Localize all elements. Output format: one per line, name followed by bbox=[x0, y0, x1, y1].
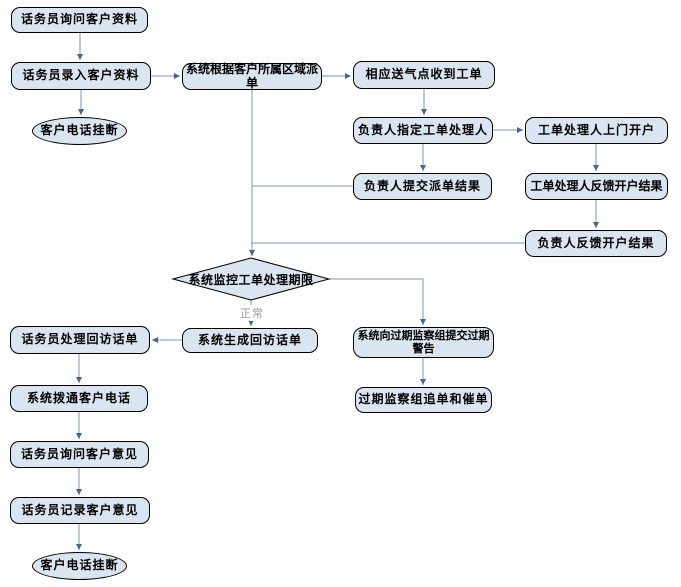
terminator-customer-hangup-bottom: 客户电话挂断 bbox=[32, 552, 127, 580]
node-ask-customer-opinion: 话务员询问客户意见 bbox=[10, 441, 149, 468]
node-label: 客户电话挂断 bbox=[40, 123, 119, 138]
node-gas-point-receive-order: 相应送气点收到工单 bbox=[353, 61, 495, 89]
node-label: 系统拨通客户电话 bbox=[26, 390, 131, 405]
node-handler-feedback-result: 工单处理人反馈开户结果 bbox=[525, 173, 668, 200]
node-label: 话务员询问客户意见 bbox=[20, 446, 138, 461]
node-label: 客户电话挂断 bbox=[40, 558, 119, 573]
node-label: 负责人反馈开户结果 bbox=[537, 235, 655, 250]
node-label: 话务员处理回访话单 bbox=[21, 332, 139, 347]
node-handle-callback-ticket: 话务员处理回访话单 bbox=[10, 326, 150, 354]
node-label: 工单处理人反馈开户结果 bbox=[530, 178, 663, 193]
terminator-customer-hangup-top: 客户电话挂断 bbox=[32, 117, 127, 145]
node-leader-feedback-result: 负责人反馈开户结果 bbox=[525, 230, 667, 257]
node-assign-order-handler: 负责人指定工单处理人 bbox=[353, 117, 493, 144]
node-overdue-chase-urge: 过期监察组追单和催单 bbox=[355, 387, 492, 413]
node-overdue-warning: 系统向过期监察组提交过期 警告 bbox=[353, 327, 494, 358]
node-label: 系统生成回访话单 bbox=[197, 332, 302, 347]
node-submit-dispatch-result: 负责人提交派单结果 bbox=[353, 173, 492, 200]
node-handler-door-open-account: 工单处理人上门开户 bbox=[525, 117, 668, 144]
node-label: 工单处理人上门开户 bbox=[537, 122, 655, 137]
decision-monitor-deadline-label: 系统监控工单处理期限 bbox=[183, 266, 319, 292]
node-enter-customer-info: 话务员录入客户资料 bbox=[11, 62, 151, 90]
node-label: 话务员录入客户资料 bbox=[22, 68, 140, 83]
node-dispatch-by-region: 系统根据客户所属区域派单 bbox=[182, 61, 322, 90]
node-label: 过期监察组追单和催单 bbox=[358, 392, 489, 407]
node-label: 相应送气点收到工单 bbox=[365, 67, 483, 82]
node-label: 系统根据客户所属区域派单 bbox=[185, 61, 318, 90]
node-label: 话务员记录客户意见 bbox=[21, 502, 139, 517]
node-generate-callback-ticket: 系统生成回访话单 bbox=[182, 328, 318, 353]
branch-label-normal: 正常 bbox=[239, 305, 265, 321]
node-label: 负责人指定工单处理人 bbox=[357, 122, 488, 137]
connector-monitor-to-overduewarning bbox=[329, 278, 426, 325]
node-record-customer-opinion: 话务员记录客户意见 bbox=[10, 497, 150, 524]
node-ask-customer-info: 话务员询问客户资料 bbox=[11, 7, 148, 33]
node-label: 话务员询问客户资料 bbox=[20, 12, 138, 27]
node-label: 系统监控工单处理期限 bbox=[188, 272, 314, 287]
node-label-line1: 系统向过期监察组提交过期 bbox=[357, 328, 490, 342]
node-label-line2: 警告 bbox=[412, 341, 435, 355]
node-label: 负责人提交派单结果 bbox=[363, 178, 481, 193]
node-dial-customer-phone: 系统拨通客户电话 bbox=[10, 385, 148, 412]
